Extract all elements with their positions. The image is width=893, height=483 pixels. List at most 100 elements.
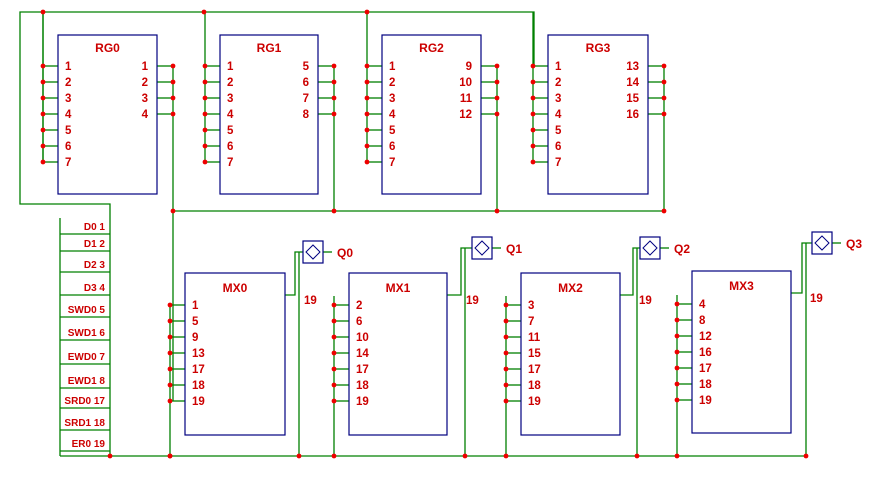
junction-dot	[167, 302, 173, 308]
junction-dot	[331, 334, 337, 340]
junction-dot	[503, 318, 509, 324]
output-pin-label: 19	[810, 293, 823, 305]
output-pin-label: 12	[459, 109, 472, 121]
multiplexer-title: MX1	[386, 281, 411, 295]
junction-dot	[530, 111, 536, 117]
junction-dot	[296, 453, 302, 459]
input-pin-label: 15	[528, 348, 541, 360]
output-pin-label: 11	[460, 93, 473, 105]
junction-dot	[364, 127, 370, 133]
input-pin-label: 14	[356, 348, 369, 360]
input-pin-label: 7	[227, 157, 233, 169]
multiplexer-title: MX3	[729, 279, 754, 293]
junction-dot	[503, 453, 509, 459]
multiplexer-box	[520, 272, 621, 436]
signal-label: SRD1 18	[64, 418, 105, 429]
output-pin-label: 19	[466, 295, 479, 307]
junction-dot	[661, 79, 667, 85]
junction-dot	[331, 382, 337, 388]
junction-dot	[364, 111, 370, 117]
junction-dot	[202, 143, 208, 149]
register-box	[219, 34, 319, 195]
junction-dot	[364, 143, 370, 149]
junction-dot	[674, 381, 680, 387]
junction-dot	[503, 382, 509, 388]
junction-dot	[661, 95, 667, 101]
input-pin-label: 6	[389, 141, 395, 153]
register-title: RG0	[95, 41, 120, 55]
flipflop-output-label: Q1	[506, 242, 522, 256]
junction-dot	[202, 127, 208, 133]
mux-output-wire	[791, 242, 812, 294]
input-pin-label: 7	[555, 157, 561, 169]
input-pin-label: 7	[65, 157, 71, 169]
input-pin-label: 7	[528, 316, 534, 328]
input-pin-label: 17	[528, 364, 541, 376]
junction-dot	[40, 127, 46, 133]
input-pin-label: 17	[699, 363, 712, 375]
input-pin-label: 4	[699, 299, 706, 311]
junction-dot	[494, 111, 500, 117]
register-title: RG1	[257, 41, 282, 55]
junction-dot	[530, 127, 536, 133]
junction-dot	[661, 111, 667, 117]
junction-dot	[202, 95, 208, 101]
junction-dot	[494, 208, 500, 214]
signal-label: D3 4	[84, 283, 106, 294]
junction-dot	[167, 350, 173, 356]
signal-label: SRD0 17	[64, 396, 105, 407]
junction-dot	[503, 334, 509, 340]
junction-dot	[167, 366, 173, 372]
input-pin-label: 3	[389, 93, 395, 105]
junction-dot	[661, 208, 667, 214]
output-pin-label: 9	[466, 61, 472, 73]
junction-dot	[530, 95, 536, 101]
junction-dot	[40, 143, 46, 149]
junction-dot	[107, 453, 113, 459]
flipflop-box	[471, 236, 493, 260]
junction-dot	[201, 9, 207, 15]
output-pin-label: 4	[142, 109, 149, 121]
input-pin-label: 1	[227, 61, 234, 73]
flipflop-q2: Q2	[639, 236, 690, 260]
junction-dot	[803, 453, 809, 459]
junction-dot	[202, 79, 208, 85]
signal-label: SWD1 6	[68, 328, 106, 339]
junction-dot	[170, 208, 176, 214]
input-pin-label: 4	[65, 109, 72, 121]
input-pin-label: 18	[699, 379, 712, 391]
feedback-loop	[19, 11, 111, 456]
input-pin-label: 18	[528, 380, 541, 392]
junction-dot	[530, 159, 536, 165]
junction-dot	[40, 111, 46, 117]
input-pin-label: 1	[389, 61, 396, 73]
input-pin-label: 2	[227, 77, 233, 89]
junction-dot	[674, 333, 680, 339]
junction-dot	[634, 453, 640, 459]
output-pin-label: 19	[639, 295, 652, 307]
flipflop-box	[302, 240, 324, 264]
input-pin-label: 12	[699, 331, 712, 343]
mux-output-wire	[285, 251, 303, 296]
flipflop-output-label: Q3	[846, 237, 862, 251]
flipflop-box	[811, 231, 833, 255]
input-pin-label: 5	[65, 125, 72, 137]
junction-dot	[503, 398, 509, 404]
junction-dot	[167, 453, 173, 459]
junction-dot	[530, 79, 536, 85]
input-pin-label: 19	[356, 396, 369, 408]
input-pin-label: 19	[192, 396, 205, 408]
junction-dot	[40, 63, 46, 69]
input-pin-label: 4	[227, 109, 234, 121]
input-pin-label: 4	[389, 109, 396, 121]
junction-dot	[202, 111, 208, 117]
junction-dot	[167, 398, 173, 404]
signal-label: ER0 19	[72, 439, 106, 450]
junction-dot	[40, 9, 46, 15]
junction-dot	[674, 317, 680, 323]
multiplexer-blocks: MX015913171819Q019MX1261014171819Q119MX2…	[184, 231, 862, 436]
